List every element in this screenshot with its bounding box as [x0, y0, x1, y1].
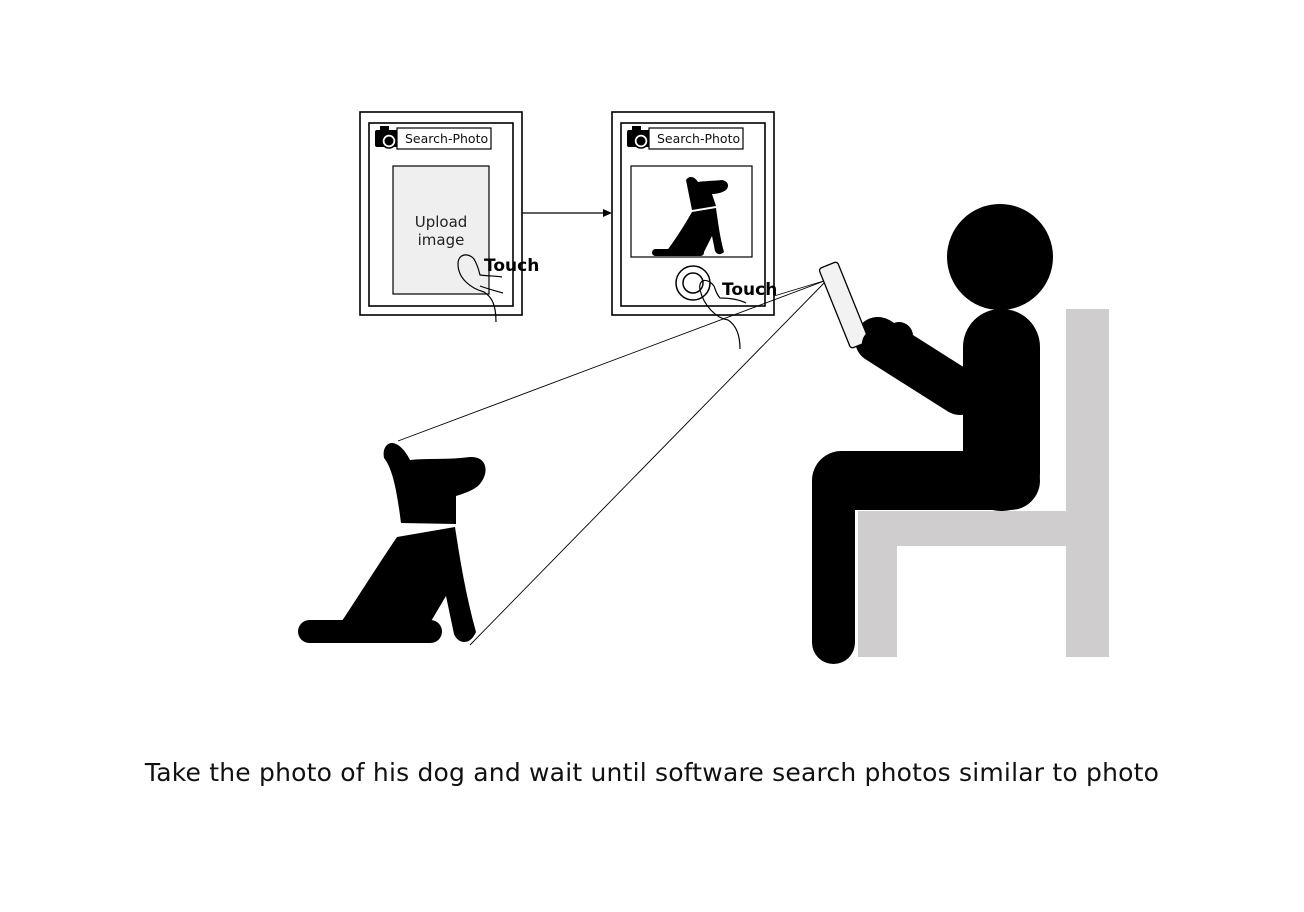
touch-label-2: Touch [722, 280, 777, 300]
hand-icon [861, 328, 897, 360]
upload-screen: Search-Photo Upload image Touch [359, 111, 539, 323]
camera-icon [375, 126, 399, 149]
app-title-box [648, 127, 744, 150]
touch-label-1: Touch [484, 256, 539, 276]
flow-arrow [522, 209, 612, 217]
connector-lines [397, 279, 828, 646]
finger-icon [699, 279, 747, 350]
person-icon [812, 204, 1053, 664]
upload-label-line1: Upload [415, 213, 468, 231]
shutter-button-icon[interactable] [675, 265, 711, 301]
dog-icon [298, 442, 486, 643]
app-title: Search-Photo [657, 131, 740, 146]
capture-screen: Search-Photo Touch [611, 111, 777, 350]
phone-icon [818, 261, 870, 349]
chair-icon [858, 309, 1109, 657]
finger-icon [457, 254, 504, 323]
upload-label-line2: image [418, 231, 465, 249]
camera-icon [627, 126, 651, 149]
caption: Take the photo of his dog and wait until… [144, 758, 1160, 787]
upload-area[interactable] [392, 165, 490, 295]
app-title: Search-Photo [405, 131, 488, 146]
dog-icon [652, 176, 729, 256]
app-title-box [396, 127, 492, 150]
